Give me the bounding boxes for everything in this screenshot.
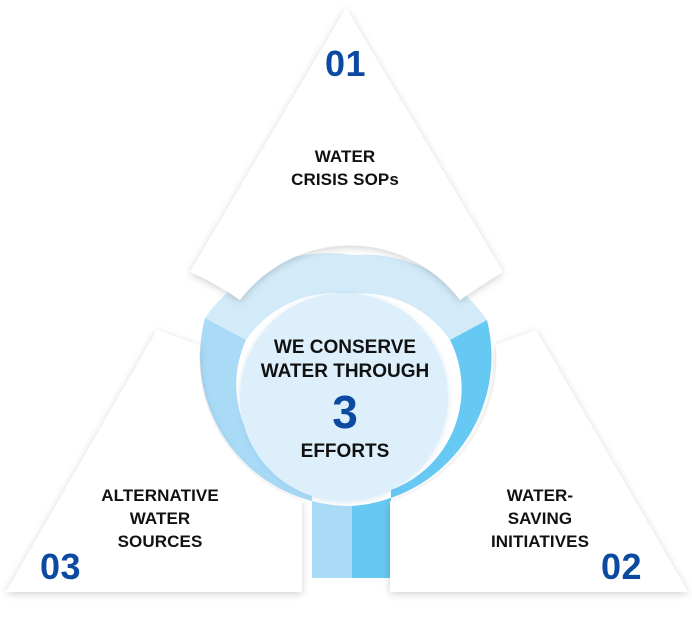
triangle-03 xyxy=(6,330,302,592)
center-message: WE CONSERVE WATER THROUGH 3 EFFORTS xyxy=(245,336,445,464)
effort-01-number: 01 xyxy=(325,43,367,84)
ring-segment-right xyxy=(352,320,492,578)
effort-01-label: WATER CRISIS SOPs xyxy=(260,145,430,191)
effort-01-label-line: CRISIS SOPs xyxy=(291,170,399,189)
effort-02-label-line: SAVING xyxy=(507,509,573,528)
center-line-3: EFFORTS xyxy=(300,441,390,462)
ring-segment-left xyxy=(200,318,352,578)
triangle-01 xyxy=(190,8,503,300)
effort-03-label: ALTERNATIVE WATER SOURCES xyxy=(85,484,235,553)
effort-02-label-line: WATER- xyxy=(506,486,574,505)
triangle-02 xyxy=(390,330,688,592)
effort-02-label: WATER- SAVING INITIATIVES xyxy=(470,484,610,553)
center-circle xyxy=(240,293,448,501)
effort-03-label-line: WATER xyxy=(129,509,191,528)
effort-02-label-line: INITIATIVES xyxy=(490,532,590,551)
effort-03-label-line: SOURCES xyxy=(117,532,203,551)
center-line-1: WE CONSERVE xyxy=(273,337,417,358)
effort-01-label-line: WATER xyxy=(314,147,376,166)
ring-segment-top xyxy=(205,253,487,340)
effort-03-label-line: ALTERNATIVE xyxy=(101,486,219,505)
center-line-2: WATER THROUGH xyxy=(260,361,430,382)
center-number: 3 xyxy=(332,386,358,438)
effort-02-number: 02 xyxy=(601,546,643,587)
effort-03-number: 03 xyxy=(40,546,82,587)
